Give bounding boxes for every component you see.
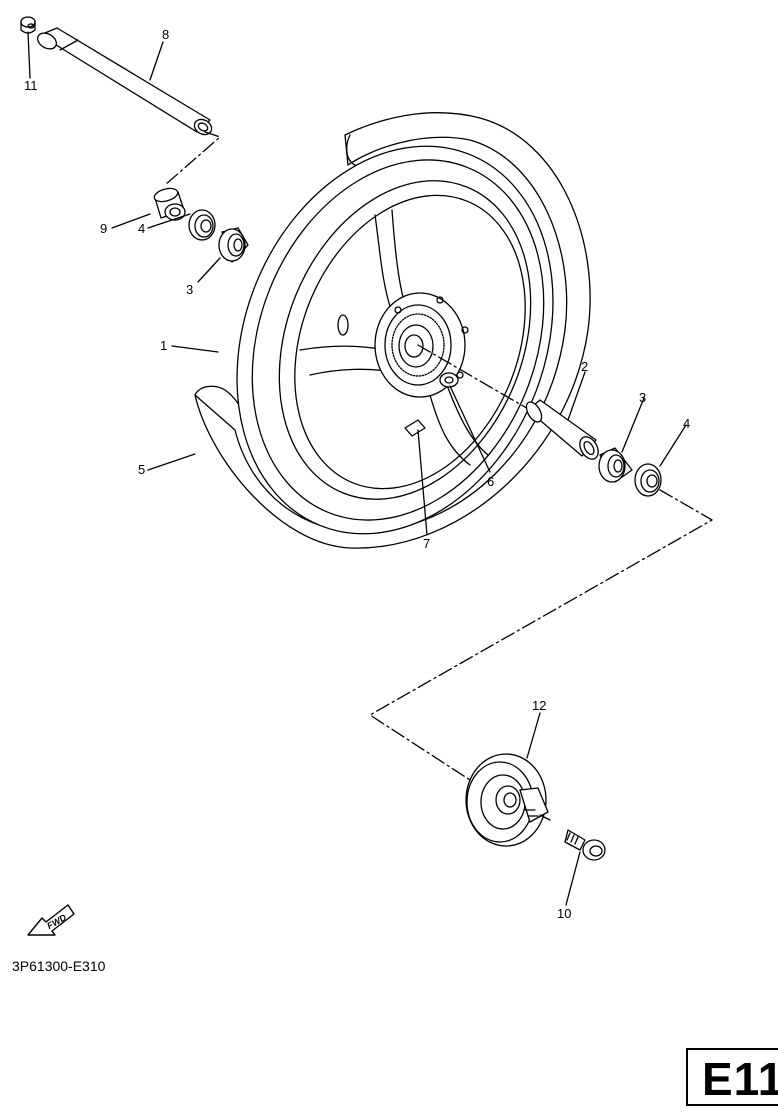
callout-8: 8 [162,27,169,42]
callout-9: 9 [100,221,107,236]
part-4-oil-seal-left [188,209,216,241]
part-4-oil-seal-right [634,463,662,497]
part-2-spacer [525,399,599,460]
part-12-gear-unit [465,753,551,847]
part-6-valve [439,372,459,388]
section-label-box: E11 [686,1048,778,1106]
part-3-bearing-right [598,447,633,483]
part-8-axle [37,27,213,136]
callout-4-right: 4 [683,416,690,431]
section-label: E11 [702,1053,778,1105]
callout-11: 11 [24,78,38,93]
part-11-cap [20,16,36,34]
callout-10: 10 [557,906,571,921]
part-3-bearing-left [218,227,249,263]
part-9-collar [153,187,186,221]
callout-5: 5 [138,462,145,477]
diagram-code: 3P61300-E310 [12,958,106,974]
part-7-weight [404,419,426,437]
callout-1: 1 [160,338,167,353]
callout-4-left: 4 [138,221,145,236]
fwd-arrow-icon: FWD [27,904,75,936]
callout-3-left: 3 [186,282,193,297]
callout-3-right: 3 [639,390,646,405]
part-10-bolt [564,829,606,861]
callout-2: 2 [581,359,588,374]
callout-12: 12 [532,698,546,713]
callout-7: 7 [423,536,430,551]
callout-6: 6 [487,474,494,489]
